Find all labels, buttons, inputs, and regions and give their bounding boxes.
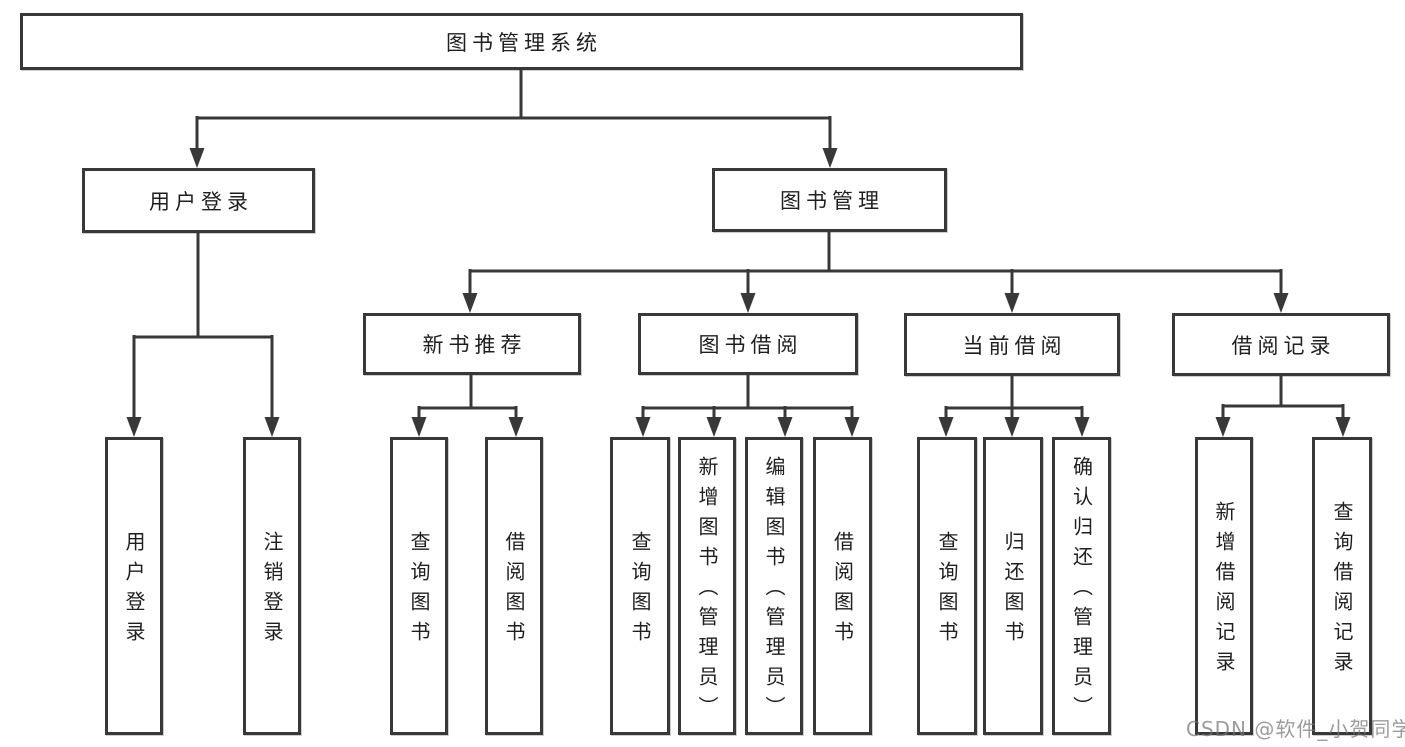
node-book-borrow: 图书借阅 bbox=[638, 313, 858, 375]
leaf-query-borrow-record-label: 查询借阅记录 bbox=[1330, 501, 1354, 681]
connector-borrow-records bbox=[1221, 375, 1345, 421]
leaf-query-books-recommend-label: 查询图书 bbox=[407, 531, 431, 651]
node-root-label: 图书管理系统 bbox=[446, 30, 602, 55]
node-new-book-recommend: 新书推荐 bbox=[363, 313, 581, 375]
arrow-icon bbox=[264, 417, 280, 437]
node-book-management-label: 图书管理 bbox=[780, 189, 884, 213]
arrow-icon bbox=[938, 417, 954, 437]
connector-root bbox=[195, 70, 832, 152]
node-book-borrow-label: 图书借阅 bbox=[698, 333, 803, 357]
watermark-text: CSDN @软件_小贺同学 bbox=[1186, 717, 1405, 741]
arrow-icon bbox=[126, 417, 142, 437]
arrow-icon bbox=[1074, 417, 1090, 437]
leaf-edit-book-admin-label: 编辑图书（管理员） bbox=[762, 456, 786, 726]
arrow-icon bbox=[822, 148, 838, 168]
arrow-icon bbox=[635, 417, 651, 437]
leaf-return-book: 归还图书 bbox=[983, 437, 1043, 735]
leaf-query-books-current-label: 查询图书 bbox=[935, 531, 959, 651]
arrow-icon bbox=[462, 293, 478, 313]
arrow-icon bbox=[1215, 417, 1231, 437]
leaf-borrow-books: 借阅图书 bbox=[813, 437, 872, 735]
node-new-book-recommend-label: 新书推荐 bbox=[422, 333, 527, 357]
leaf-query-borrow-record: 查询借阅记录 bbox=[1312, 437, 1372, 735]
arrow-icon bbox=[411, 417, 427, 437]
node-borrow-records: 借阅记录 bbox=[1172, 313, 1390, 376]
arrow-icon bbox=[1335, 417, 1351, 437]
node-borrow-records-label: 借阅记录 bbox=[1231, 333, 1336, 358]
leaf-add-borrow-record-label: 新增借阅记录 bbox=[1212, 501, 1236, 681]
node-current-borrow: 当前借阅 bbox=[904, 313, 1120, 376]
arrow-icon bbox=[189, 148, 205, 168]
leaf-confirm-return-admin-label: 确认归还（管理员） bbox=[1069, 456, 1094, 726]
connector-current-borrow bbox=[944, 375, 1084, 421]
node-book-management: 图书管理 bbox=[712, 168, 947, 232]
arrow-icon bbox=[508, 417, 524, 437]
node-current-borrow-label: 当前借阅 bbox=[962, 333, 1067, 358]
leaf-confirm-return-admin: 确认归还（管理员） bbox=[1052, 437, 1111, 735]
leaf-add-book-admin: 新增图书（管理员） bbox=[678, 437, 736, 735]
leaf-user-login-label: 用户登录 bbox=[122, 531, 146, 651]
leaf-return-book-label: 归还图书 bbox=[1001, 531, 1025, 651]
leaf-query-books-current: 查询图书 bbox=[917, 437, 977, 735]
connector-new-book bbox=[417, 375, 518, 421]
leaf-query-books-recommend: 查询图书 bbox=[390, 437, 448, 735]
arrow-icon bbox=[844, 417, 860, 437]
arrow-icon bbox=[777, 417, 793, 437]
arrow-icon bbox=[1004, 293, 1020, 313]
leaf-user-login: 用户登录 bbox=[105, 437, 163, 735]
connector-user-login bbox=[132, 233, 274, 421]
node-user-login: 用户登录 bbox=[82, 168, 315, 233]
node-user-login-label: 用户登录 bbox=[149, 189, 253, 214]
node-root: 图书管理系统 bbox=[20, 13, 1023, 70]
arrow-icon bbox=[1004, 417, 1020, 437]
leaf-add-borrow-record: 新增借阅记录 bbox=[1195, 437, 1253, 735]
connector-book-management bbox=[468, 232, 1283, 297]
leaf-borrow-books-recommend-label: 借阅图书 bbox=[502, 531, 526, 651]
leaf-logout: 注销登录 bbox=[243, 437, 301, 735]
arrow-icon bbox=[1273, 293, 1289, 313]
arrow-icon bbox=[740, 293, 756, 313]
connector-book-borrow bbox=[641, 375, 854, 421]
leaf-edit-book-admin: 编辑图书（管理员） bbox=[745, 437, 803, 735]
leaf-query-books-borrow-label: 查询图书 bbox=[628, 531, 652, 651]
leaf-logout-label: 注销登录 bbox=[260, 531, 284, 651]
leaf-borrow-books-label: 借阅图书 bbox=[830, 531, 855, 651]
leaf-query-books-borrow: 查询图书 bbox=[610, 437, 670, 735]
leaf-borrow-books-recommend: 借阅图书 bbox=[485, 437, 543, 735]
arrow-icon bbox=[706, 417, 722, 437]
leaf-add-book-admin-label: 新增图书（管理员） bbox=[695, 456, 719, 726]
